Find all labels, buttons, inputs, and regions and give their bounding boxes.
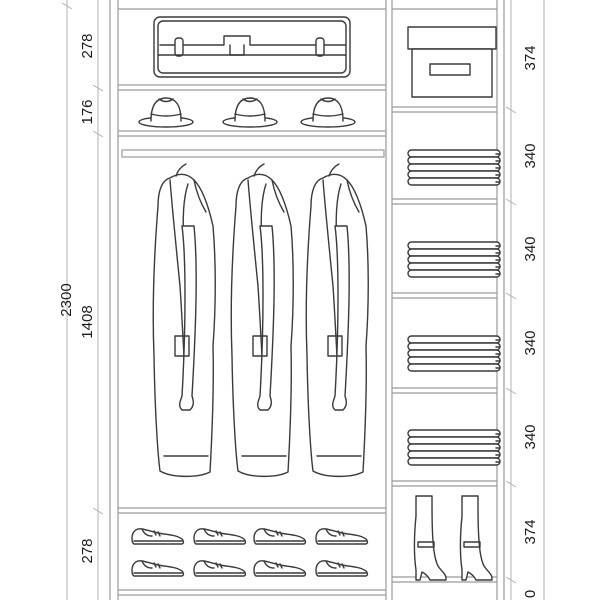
dimension-bottom-partial: 0 xyxy=(522,590,539,598)
dimension-right-shelf-4: 340 xyxy=(522,424,539,449)
left-dimension-ticks xyxy=(61,2,104,515)
shoes-icon xyxy=(131,528,369,577)
folded-clothes-icon xyxy=(407,429,501,466)
dimension-left-bottom: 278 xyxy=(79,538,96,563)
storage-box-icon xyxy=(407,26,497,98)
dimension-right-shelf-2: 340 xyxy=(522,236,539,261)
hat-icon xyxy=(138,97,194,128)
dimension-right-shelf-3: 340 xyxy=(522,330,539,355)
folded-clothes-icon xyxy=(407,241,501,278)
jacket-icon xyxy=(305,163,369,478)
jacket-icon xyxy=(152,163,216,478)
dimension-left-hanging: 1408 xyxy=(79,305,96,338)
boots-icon xyxy=(413,495,493,581)
dimension-total: 2300 xyxy=(58,283,75,316)
folded-clothes-icon xyxy=(407,149,501,186)
dimension-right-shelf-1: 340 xyxy=(522,143,539,168)
suitcase-icon xyxy=(153,16,351,78)
dimension-right-top: 374 xyxy=(522,45,539,70)
dimension-left-hats: 176 xyxy=(79,99,96,124)
folded-clothes-icon xyxy=(407,335,501,372)
dimension-right-bottom: 374 xyxy=(522,519,539,544)
hat-icon xyxy=(300,97,356,128)
jacket-icon xyxy=(230,163,294,478)
right-dimension-ticks xyxy=(505,106,517,584)
wardrobe-frame xyxy=(109,0,505,600)
hat-icon xyxy=(222,97,278,128)
dimension-left-top: 278 xyxy=(79,33,96,58)
